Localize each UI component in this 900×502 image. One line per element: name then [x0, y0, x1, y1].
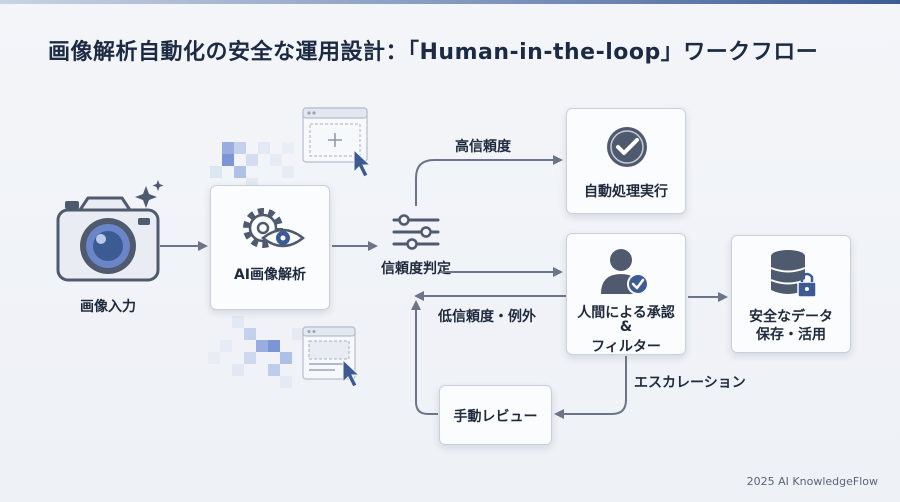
human-approval-label-line1: 人間による承認 [577, 305, 675, 321]
browser-window-icon [302, 107, 368, 163]
footer-copyright: 2025 AI KnowledgeFlow [746, 475, 878, 488]
pixel-mosaic-bottom [208, 316, 304, 388]
page-title: 画像解析自動化の安全な運用設計：「Human-in-the-loop」ワークフロ… [48, 40, 819, 65]
secure-data-card[interactable]: 安全なデータ 保存・活用 [731, 235, 851, 353]
manual-review-label: 手動レビュー [453, 409, 538, 425]
cursor-icon [353, 148, 372, 178]
ai-analysis-label: AI画像解析 [233, 267, 307, 283]
auto-process-card[interactable]: 自動処理実行 [566, 108, 686, 214]
top-accent-bar [0, 0, 900, 4]
user-check-icon [601, 249, 649, 295]
check-badge-icon [607, 127, 647, 167]
edge-label-low-confidence: 低信頼度・例外 [438, 309, 536, 325]
ai-analysis-card[interactable]: AI画像解析 [210, 185, 330, 310]
human-approval-label-line2: & [619, 319, 633, 335]
auto-process-label: 自動処理実行 [584, 184, 668, 200]
pixel-mosaic-top [210, 142, 294, 190]
edge-label-high-confidence: 高信頼度 [455, 139, 511, 155]
database-lock-icon [770, 250, 817, 298]
input-label: 画像入力 [80, 299, 136, 315]
human-approval-label-line3: フィルター [591, 339, 661, 355]
human-approval-card[interactable]: 人間による承認 & フィルター [566, 233, 686, 355]
cursor-icon [342, 358, 361, 388]
edge-label-escalation: エスカレーション [634, 375, 746, 391]
browser-window-icon [302, 326, 356, 380]
secure-data-label-line1: 安全なデータ [749, 309, 833, 325]
gear-eye-icon [243, 208, 306, 248]
confidence-check-label: 信頼度判定 [381, 261, 451, 277]
manual-review-card[interactable]: 手動レビュー [439, 385, 552, 445]
secure-data-label-line2: 保存・活用 [756, 327, 826, 343]
